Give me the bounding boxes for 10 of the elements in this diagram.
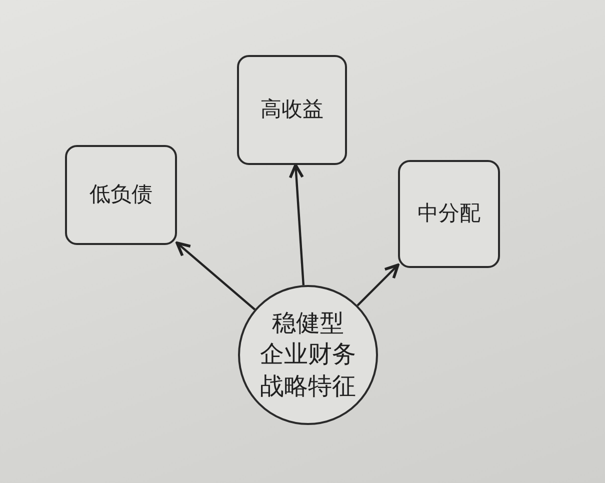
node-label: 中分配 [418, 200, 480, 228]
arrow [176, 242, 256, 310]
arrow [356, 264, 400, 306]
rounded-box [398, 160, 500, 268]
rounded-box [65, 145, 177, 245]
arrow [288, 164, 305, 286]
node-label: 低负债 [90, 181, 152, 208]
rounded-box [237, 55, 347, 165]
node-label: 稳健型企业财务战略特征 [260, 308, 356, 402]
node-label: 高收益 [260, 96, 324, 124]
